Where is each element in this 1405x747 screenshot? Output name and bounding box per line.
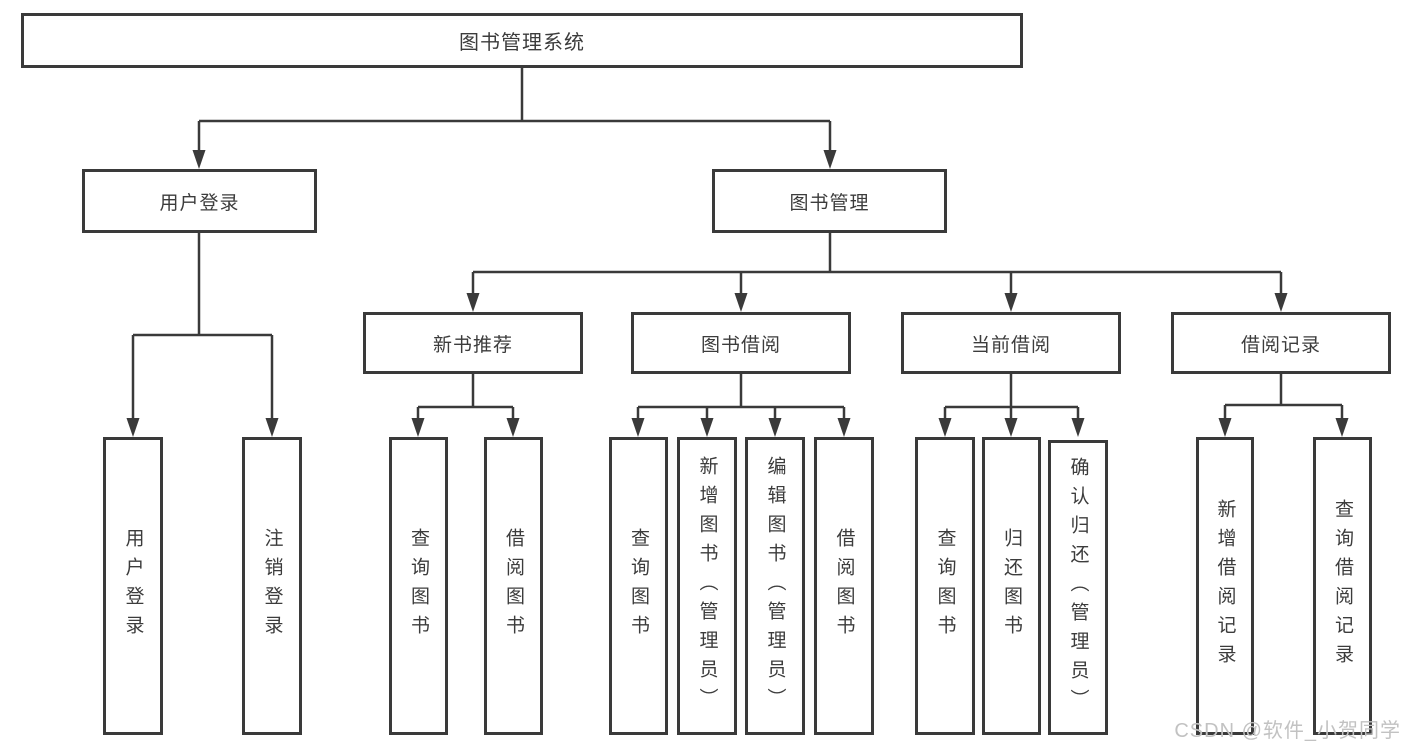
leaf-borrow-books-recommend: 借阅图书 — [484, 437, 543, 735]
leaf-label: 借阅图书 — [503, 528, 524, 644]
node-new-book-recommend: 新书推荐 — [363, 312, 583, 374]
node-label: 新书推荐 — [432, 334, 513, 356]
node-book-management: 图书管理 — [712, 169, 947, 233]
leaf-label: 新增借阅记录 — [1214, 499, 1236, 673]
leaf-label: 确认归还（管理员） — [1067, 457, 1089, 718]
node-label: 图书借阅 — [700, 334, 781, 356]
csdn-watermark: CSDN @软件_小贺同学 — [1174, 720, 1401, 742]
node-current-borrowing: 当前借阅 — [901, 312, 1121, 374]
leaf-label: 查询图书 — [408, 528, 429, 644]
leaf-borrow-books-borrowing: 借阅图书 — [814, 437, 874, 735]
leaf-query-borrow-record: 查询借阅记录 — [1313, 437, 1372, 735]
leaf-return-books: 归还图书 — [982, 437, 1041, 735]
node-label: 借阅记录 — [1240, 334, 1321, 356]
node-user-login: 用户登录 — [82, 169, 317, 233]
node-label: 当前借阅 — [970, 334, 1051, 356]
leaf-add-books-admin: 新增图书（管理员） — [677, 437, 737, 735]
leaf-label: 查询图书 — [628, 528, 649, 644]
leaf-label: 归还图书 — [1001, 528, 1022, 644]
node-label: 用户登录 — [159, 192, 240, 214]
leaf-label: 查询借阅记录 — [1332, 499, 1353, 673]
leaf-query-books-recommend: 查询图书 — [389, 437, 448, 735]
leaf-label: 用户登录 — [122, 528, 144, 644]
leaf-label: 查询图书 — [934, 528, 956, 644]
leaf-confirm-return-admin: 确认归还（管理员） — [1048, 440, 1108, 735]
node-label: 图书管理 — [789, 192, 870, 214]
leaf-label: 借阅图书 — [833, 528, 855, 644]
leaf-label: 注销登录 — [261, 528, 283, 644]
node-borrowing-records: 借阅记录 — [1171, 312, 1391, 374]
node-book-borrowing: 图书借阅 — [631, 312, 851, 374]
node-label: 图书管理系统 — [459, 32, 585, 54]
leaf-label: 新增图书（管理员） — [696, 455, 718, 717]
leaf-user-login: 用户登录 — [103, 437, 163, 735]
leaf-query-books-borrowing: 查询图书 — [609, 437, 668, 735]
node-library-management-system: 图书管理系统 — [21, 13, 1023, 68]
leaf-add-borrow-record: 新增借阅记录 — [1196, 437, 1254, 735]
leaf-query-books-current: 查询图书 — [915, 437, 975, 735]
leaf-label: 编辑图书（管理员） — [764, 455, 786, 717]
leaf-logout: 注销登录 — [242, 437, 302, 735]
leaf-edit-books-admin: 编辑图书（管理员） — [745, 437, 805, 735]
